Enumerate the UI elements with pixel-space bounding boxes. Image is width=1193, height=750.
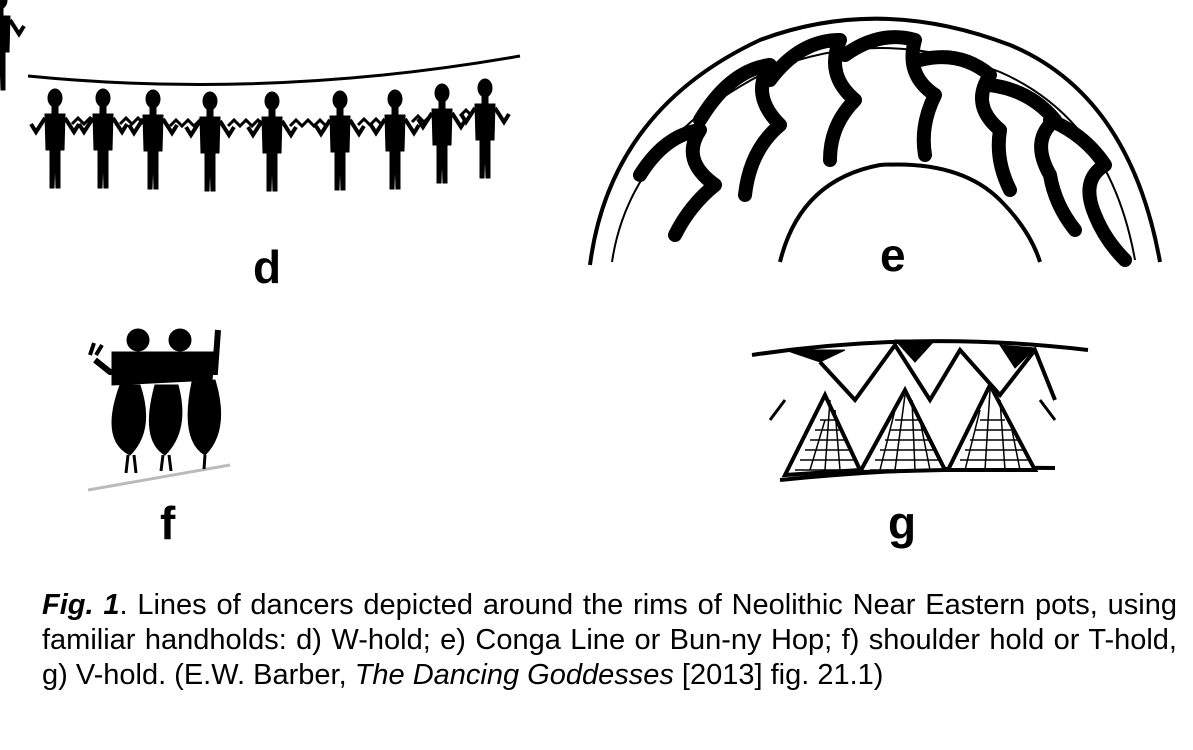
panel-label-f: f bbox=[160, 497, 176, 549]
figure-caption: Fig. 1. Lines of dancers depicted around… bbox=[42, 588, 1177, 693]
figure-number: Fig. 1 bbox=[42, 589, 120, 621]
caption-citation: [2013] fig. 21.1) bbox=[673, 659, 884, 691]
caption-text: . Lines of dancers depicted around the r… bbox=[42, 589, 1177, 691]
panel-label-e: e bbox=[880, 229, 906, 281]
panel-f-drawing bbox=[87, 328, 231, 492]
panel-g-drawing bbox=[751, 339, 1089, 482]
dancer-figure bbox=[0, 0, 26, 91]
panel-d-drawing bbox=[0, 0, 521, 193]
panel-e-drawing bbox=[588, 16, 1162, 267]
panel-label-g: g bbox=[888, 497, 917, 549]
book-title: The Dancing Goddesses bbox=[354, 659, 674, 691]
panel-label-d: d bbox=[253, 241, 282, 293]
pottery-illustrations bbox=[0, 0, 1162, 492]
